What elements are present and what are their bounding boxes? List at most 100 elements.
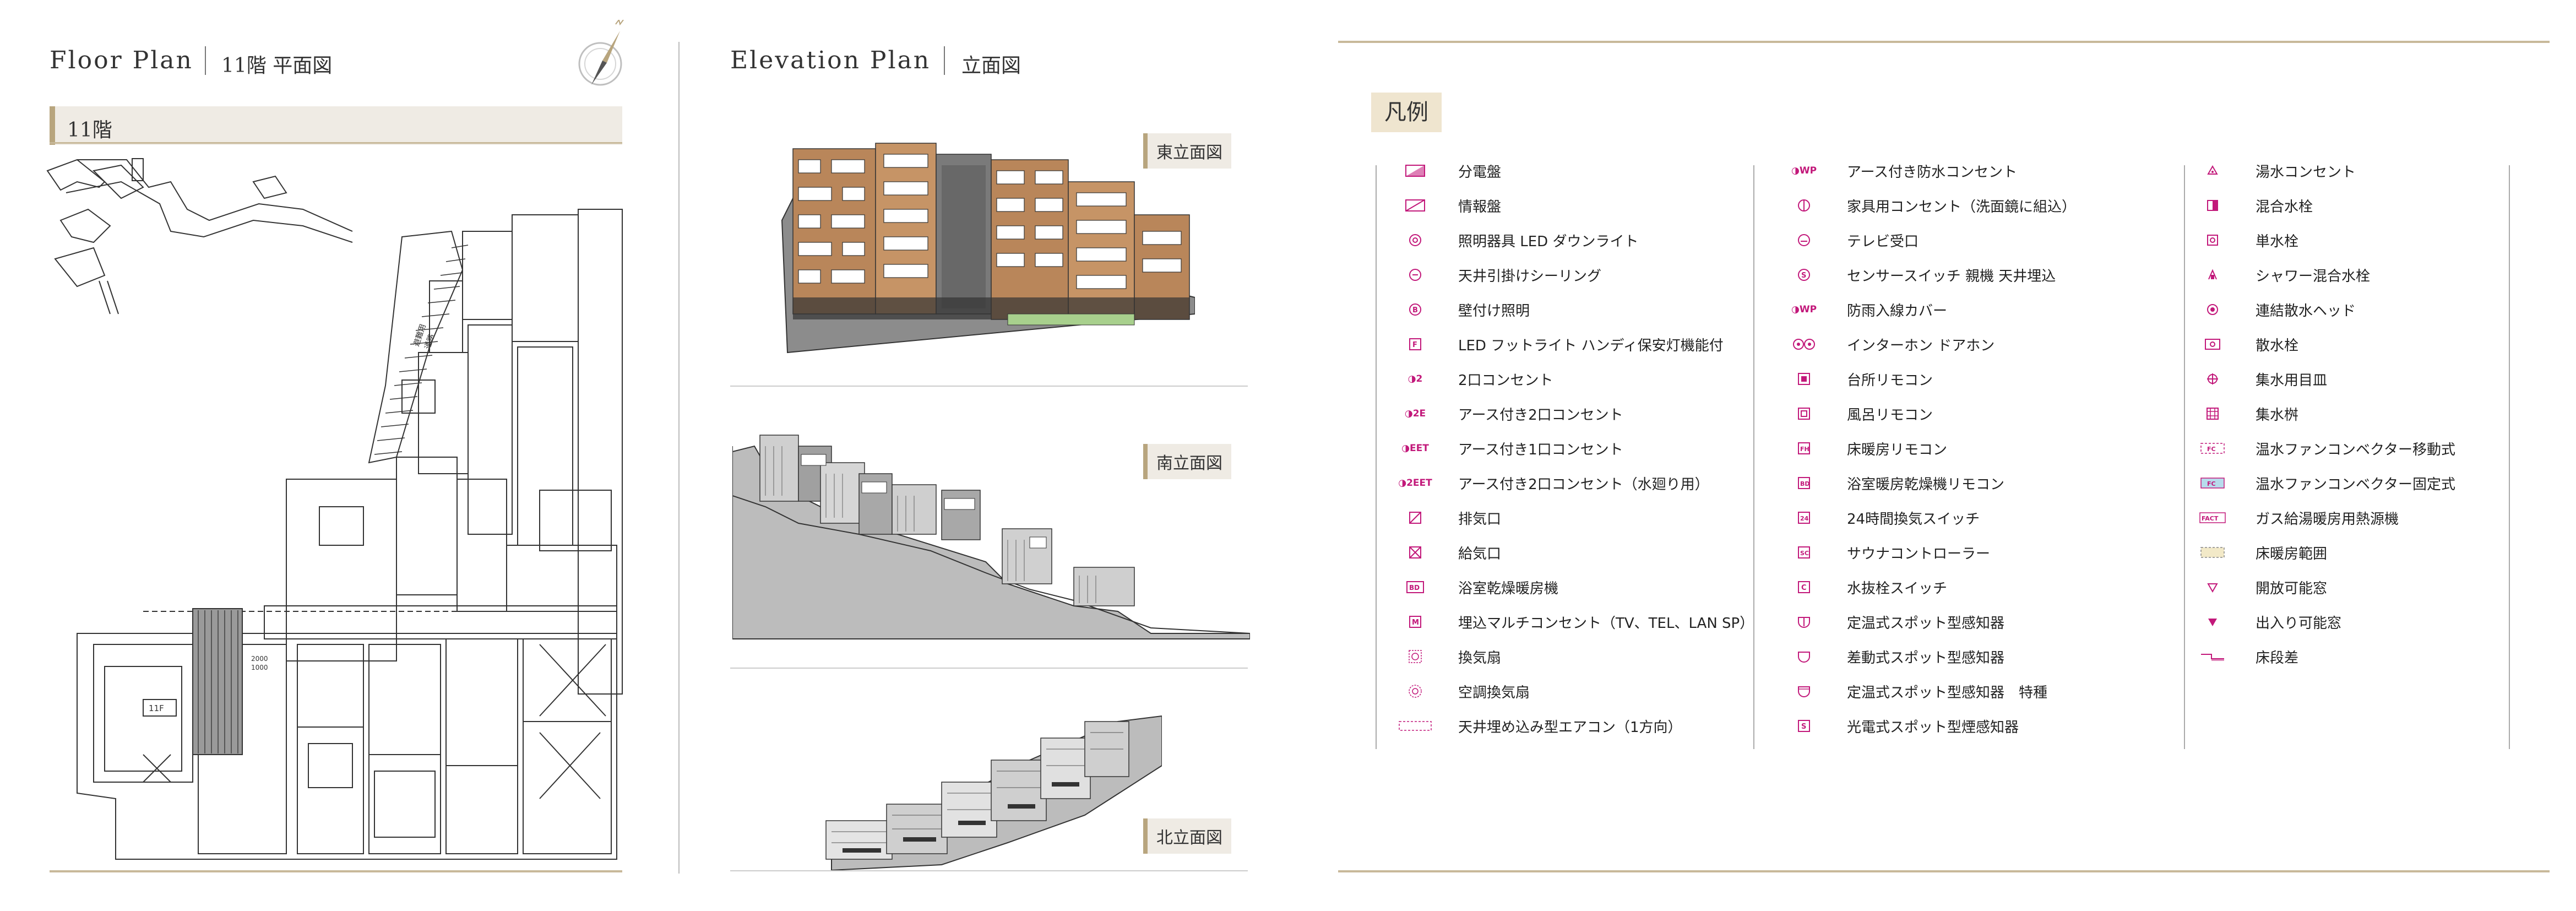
legend-label: 防雨入線カバー [1847,302,1948,319]
legend-item: 単水栓 [2200,229,2298,251]
foot-light-icon: F [1403,336,1427,353]
elevation-bottom-rule [730,870,1248,871]
legend-label: 出入り可能窓 [2256,615,2342,632]
svg-text:S: S [1801,723,1806,731]
legend-label: 単水栓 [2256,233,2299,250]
legend-label: 定温式スポット型感知器 特種 [1847,684,2048,701]
svg-text:B: B [1412,306,1418,314]
legend-col-rule-3 [2184,165,2185,749]
wall-light-icon: B [1403,301,1427,318]
mobile-convector-icon: FC [2200,440,2225,457]
floor-step-icon [2200,648,2225,665]
floor-label: 11階 [67,119,112,142]
ceiling-outlet-icon [1403,267,1427,283]
legend-label: インターホン ドアホン [1847,337,1995,354]
supply-icon [1403,544,1427,561]
legend-label: アース付き1口コンセント [1458,441,1623,458]
floor-heat-remote-icon: FH [1792,440,1816,457]
legend-label: 開放可能窓 [2256,580,2328,597]
legend-item: 給気口 [1403,541,1501,563]
legend-label: 天井埋め込み型エアコン（1方向） [1458,719,1682,736]
legend-label: 排気口 [1458,511,1502,528]
small-label-1: 2000 [251,655,268,663]
legend-label: 散水栓 [2256,337,2299,354]
legend-col-rule-1 [1376,165,1377,749]
legend-col-rule-2 [1753,165,1754,749]
floor-plan-heading-jp: 11階 平面図 [221,55,333,77]
floor-plan-drawing: 11F 2000 1000 避難用 通路 [46,158,623,860]
legend-item: 集水桝 [2200,403,2298,425]
tv-outlet-icon [1792,232,1816,248]
legend-item: シャワー混合水栓 [2200,264,2370,286]
smoke-detector-icon: S [1792,718,1816,734]
legend-label: アース付き2口コンセント（水廻り用） [1458,476,1709,493]
heading-separator [205,46,206,75]
floor-band-underline [50,142,622,144]
legend-label: 分電盤 [1458,164,1502,181]
svg-text:FACT: FACT [2202,515,2219,522]
downlight-icon [1403,232,1427,248]
legend-label: 混合水栓 [2256,198,2313,215]
legend-label: 情報盤 [1458,198,1502,215]
single-faucet-icon [2200,232,2225,248]
ceiling-ac-icon [1399,718,1432,734]
legend-label: 集水用目皿 [2256,372,2328,389]
legend-label: テレビ受口 [1847,233,1919,250]
openable-window-icon [2200,579,2225,595]
bath-remote-icon [1792,405,1816,422]
legend-label: アース付き防水コンセント [1847,164,2018,181]
legend-label: 換気扇 [1458,649,1502,666]
legend-label: 2口コンセント [1458,372,1553,389]
svg-text:24: 24 [1800,515,1809,522]
south-elevation-label: 南立面図 [1143,444,1231,479]
rain-cover-icon: ◑WP [1791,304,1817,315]
legend-item: 天井引掛けシーリング [1403,264,1601,286]
legend-item: 定温式スポット型感知器 特種 [1792,680,2047,702]
ac-fan-icon [1403,683,1427,699]
sprinkler-head-icon [2200,301,2225,318]
legend-label: 床暖房範囲 [2256,545,2328,562]
legend-item: 集水用目皿 [2200,368,2327,390]
heat-detector-icon [1792,614,1816,630]
bath-dryer-icon: BD [1403,579,1427,595]
legend-item: 照明器具 LED ダウンライト [1403,229,1638,251]
outlet-1eet-icon: ◑EET [1401,443,1429,454]
legend-label: 壁付け照明 [1458,302,1530,319]
panel-divider [678,42,680,874]
exhaust-icon [1403,509,1427,526]
legend-top-rule [1338,41,2550,43]
svg-text:BD: BD [1800,480,1810,487]
legend-item: ◑WP 防雨入線カバー [1791,299,1948,321]
drain-grate-icon [2200,371,2225,387]
floor-label-band: 11階 [50,106,622,145]
outlet-2-icon: ◑2 [1407,373,1423,384]
svg-text:FC: FC [2207,446,2216,453]
sauna-controller-icon: SC [1792,544,1816,561]
sensor-switch-icon: S [1792,267,1816,283]
svg-text:FC: FC [2207,480,2216,487]
legend-item: 台所リモコン [1792,368,1933,390]
legend-item: 風呂リモコン [1792,403,1933,425]
svg-text:SC: SC [1800,550,1809,557]
legend-label: 台所リモコン [1847,372,1933,389]
fan-icon [1403,648,1427,665]
legend-item: 出入り可能窓 [2200,611,2341,633]
elevation-divider-1 [730,386,1248,387]
shower-faucet-icon [2200,267,2225,283]
heading-separator-2 [944,46,945,75]
gas-heater-icon: FACT [2199,509,2226,526]
legend-label: 差動式スポット型感知器 [1847,649,2005,666]
kitchen-remote-icon [1792,371,1816,387]
ventilation-switch-icon: 24 [1792,509,1816,526]
legend-item: 床暖房範囲 [2200,541,2327,563]
legend-item: 分電盤 [1403,160,1501,182]
svg-text:F: F [1412,341,1417,349]
legend-item: 床段差 [2200,646,2298,668]
